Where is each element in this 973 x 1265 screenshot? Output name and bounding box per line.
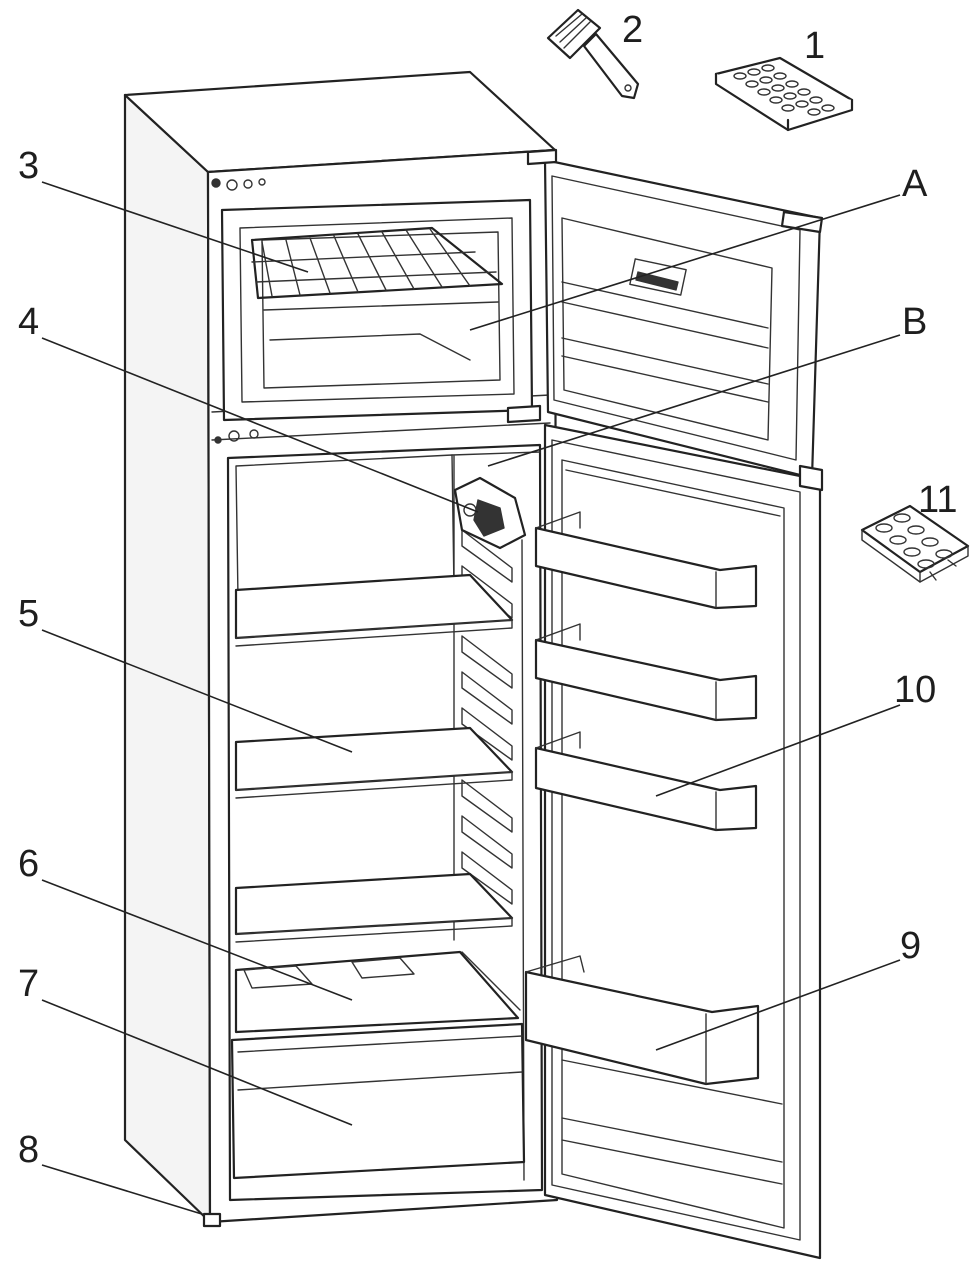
- callout-5: 5: [18, 593, 39, 635]
- callout-11: 11: [918, 479, 957, 521]
- door-shelves: [534, 511, 758, 832]
- callout-6: 6: [18, 843, 39, 885]
- thermostat-light-housing: [453, 476, 527, 550]
- bottle-shelf: [524, 955, 760, 1086]
- callout-10: 10: [894, 669, 936, 711]
- callout-A: A: [902, 163, 928, 205]
- freezer-wire-shelf: [250, 226, 504, 300]
- callout-labels: 1 2 3 4 5 6 7 8 9 10 11 A B: [18, 9, 957, 1171]
- freezer-door: [526, 148, 824, 480]
- callout-2: 2: [622, 9, 643, 51]
- callout-8: 8: [18, 1129, 39, 1171]
- callout-B: B: [902, 301, 927, 343]
- callout-7: 7: [18, 963, 39, 1005]
- ice-tray: [714, 56, 854, 132]
- glass-shelves: [234, 573, 514, 943]
- freezer-compartment: [220, 198, 534, 422]
- ice-scraper: [546, 8, 640, 100]
- leader-lines: [41, 181, 901, 1216]
- crisper-drawer: [230, 1022, 526, 1180]
- callout-4: 4: [18, 301, 39, 343]
- egg-holder: [860, 504, 970, 583]
- callout-9: 9: [900, 925, 921, 967]
- callout-1: 1: [804, 25, 825, 67]
- callout-3: 3: [18, 145, 39, 187]
